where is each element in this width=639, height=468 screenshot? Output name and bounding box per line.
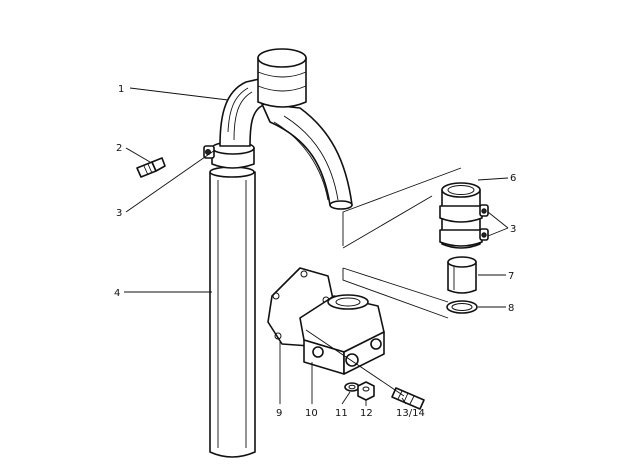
assembly-lines	[305, 167, 462, 397]
callout-1: 1	[118, 84, 124, 95]
pump-housing	[299, 294, 385, 375]
callout-leaders	[124, 87, 509, 406]
callout-7: 7	[508, 271, 514, 282]
callout-4: 4	[114, 288, 120, 299]
vertical-pipe	[209, 166, 256, 458]
callout-13-14: 13/14	[396, 408, 425, 419]
hose-clamp-right-top	[439, 204, 489, 223]
callout-6: 6	[510, 173, 516, 184]
callout-2: 2	[116, 143, 122, 154]
ring-gasket	[446, 300, 478, 314]
callout-3-right: 3	[510, 224, 516, 235]
bushing	[447, 256, 477, 294]
hex-nut	[357, 381, 375, 401]
callout-12: 12	[360, 408, 373, 419]
callout-labels: 1 2 3 4 6 3 7 8 9 10 11 12 13/14	[114, 84, 516, 419]
top-cap	[257, 48, 307, 108]
hose-clamp-right-bottom	[439, 228, 489, 247]
elbow-hose	[219, 77, 353, 210]
callout-11: 11	[335, 408, 348, 419]
callout-8: 8	[508, 303, 514, 314]
callout-9: 9	[276, 408, 282, 419]
callout-3-left: 3	[116, 208, 122, 219]
callout-10: 10	[305, 408, 318, 419]
bolt-small	[136, 157, 166, 178]
washer	[344, 382, 360, 392]
